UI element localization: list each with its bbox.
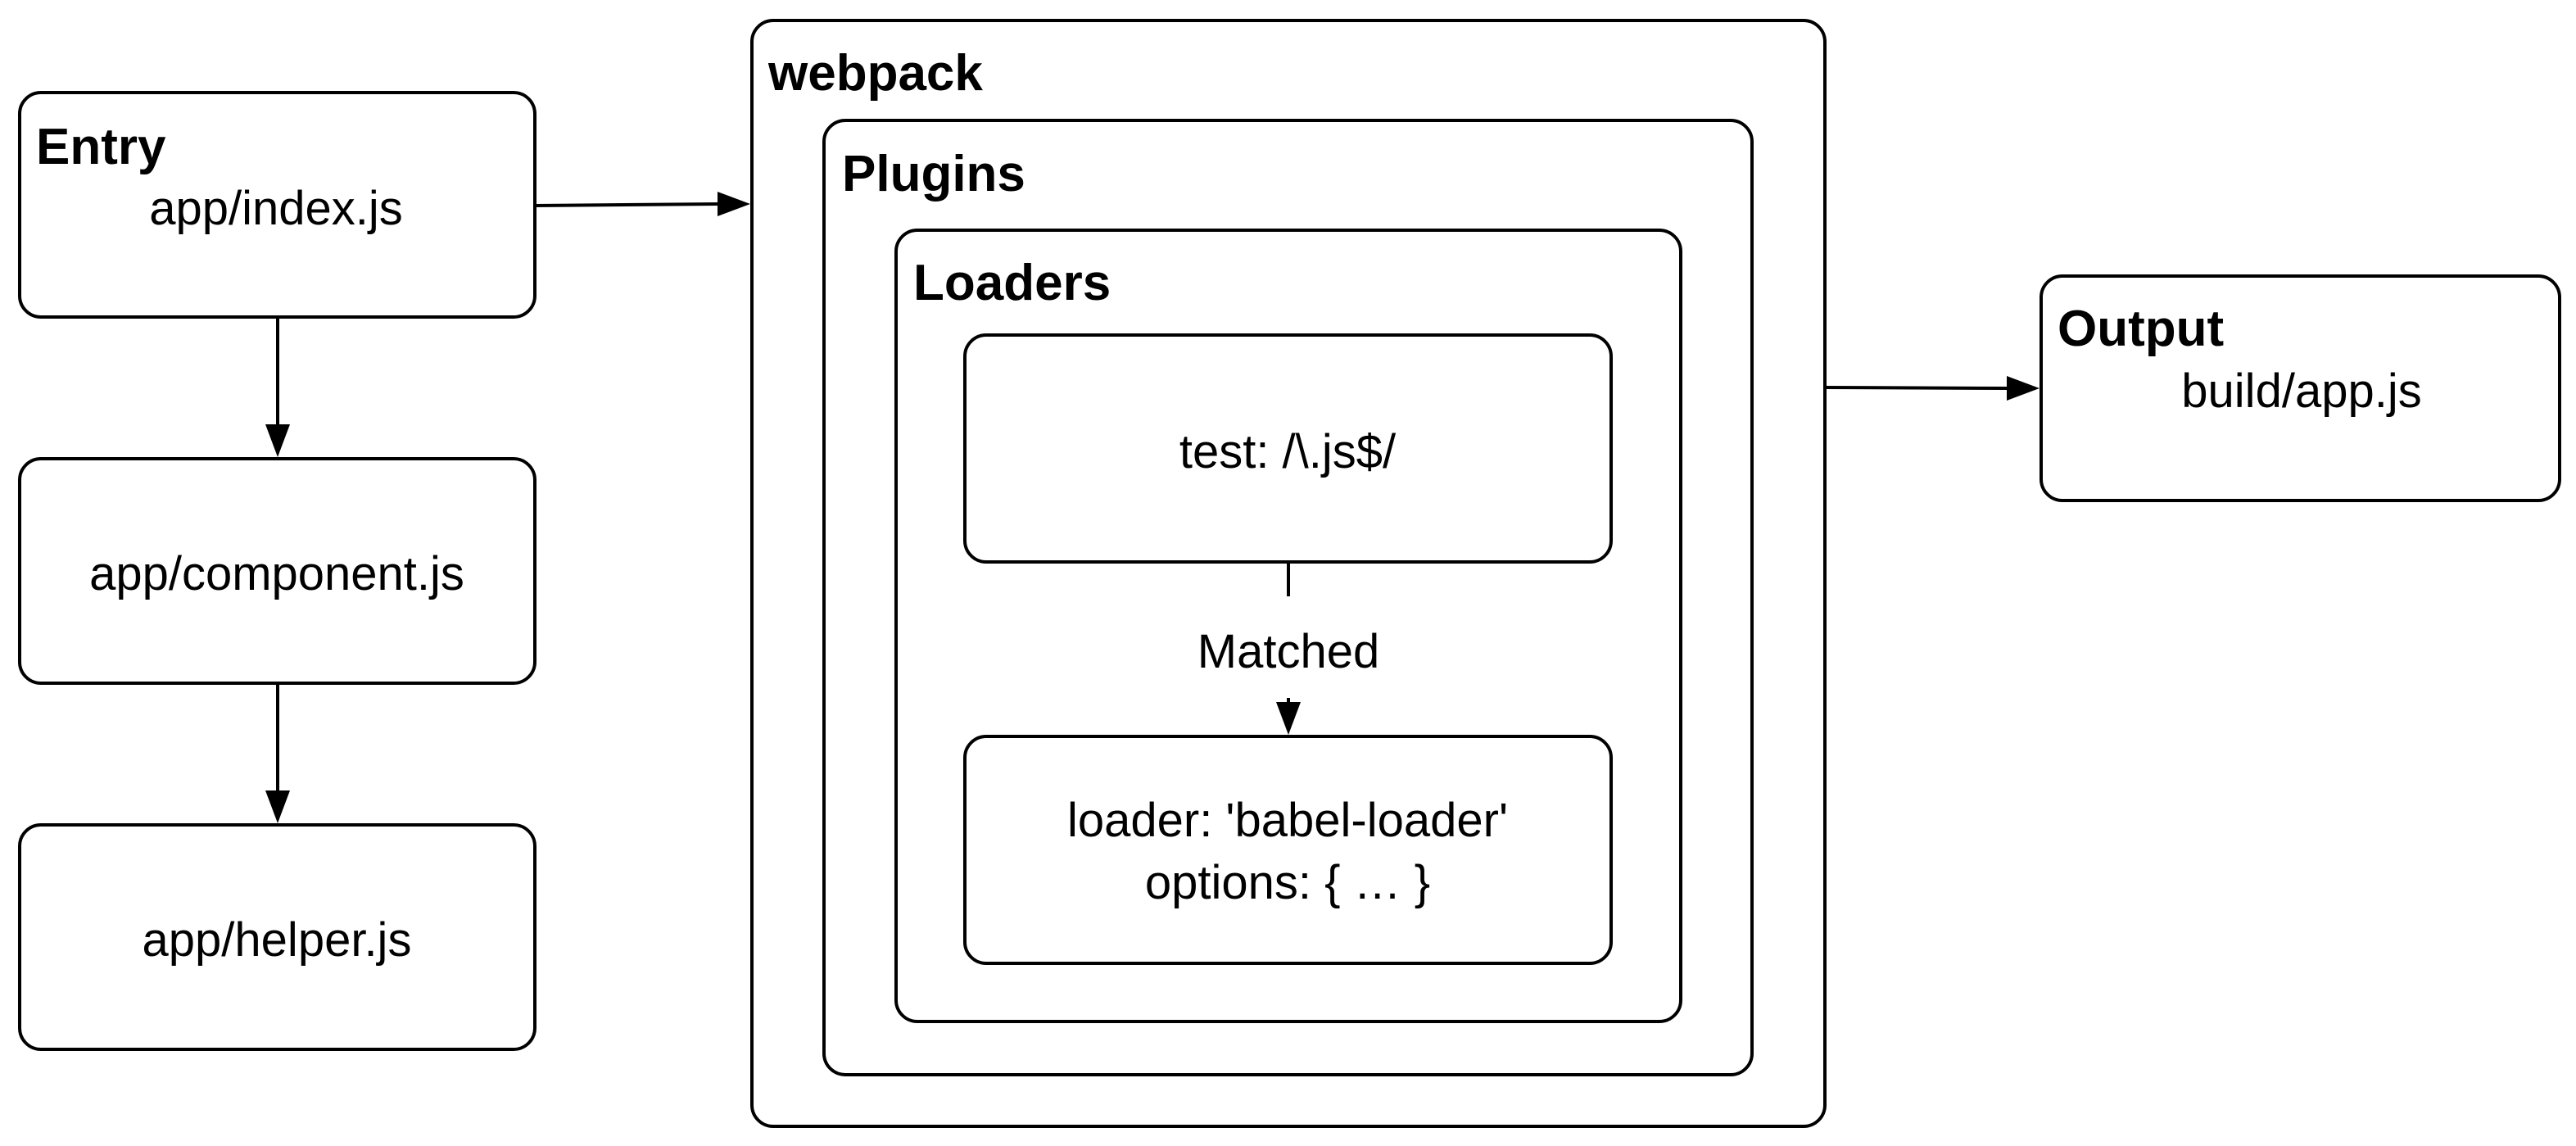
- component-file: app/component.js: [89, 547, 464, 600]
- test-rule: test: /\.js$/: [1179, 425, 1397, 478]
- edge-webpack-to-output: [1824, 376, 2040, 401]
- arrowhead-right: [718, 192, 750, 216]
- output-file: build/app.js: [2181, 365, 2421, 418]
- helper-node: app/helper.js: [18, 823, 536, 1051]
- loaders-title: Loaders: [913, 255, 1111, 311]
- component-node: app/component.js: [18, 457, 536, 685]
- edge-component-to-helper: [265, 683, 290, 823]
- loader-options: options: { … }: [1145, 856, 1430, 909]
- matched-label: Matched: [1197, 625, 1379, 678]
- arrowhead-down: [1276, 702, 1301, 735]
- arrowhead-down: [265, 790, 290, 823]
- output-node: Output build/app.js: [2040, 274, 2561, 502]
- plugins-title: Plugins: [842, 146, 1025, 202]
- edge-entry-to-webpack: [534, 192, 750, 216]
- edge-test-to-loader: Matched: [1197, 562, 1379, 735]
- arrowhead-right: [2007, 376, 2040, 401]
- entry-node: Entry app/index.js: [18, 91, 536, 319]
- output-box: [2040, 274, 2561, 502]
- helper-file: app/helper.js: [143, 913, 412, 967]
- entry-file: app/index.js: [149, 182, 403, 235]
- loader-name: loader: 'babel-loader': [1067, 794, 1508, 847]
- output-title: Output: [2058, 301, 2224, 357]
- loader-node: loader: 'babel-loader' options: { … }: [963, 735, 1613, 965]
- helper-box: [18, 823, 536, 1051]
- loader-box: [963, 735, 1613, 965]
- test-node: test: /\.js$/: [963, 333, 1613, 564]
- webpack-title: webpack: [767, 45, 983, 102]
- edge-entry-to-component: [265, 317, 290, 457]
- arrowhead-down: [265, 424, 290, 457]
- entry-title: Entry: [36, 119, 166, 175]
